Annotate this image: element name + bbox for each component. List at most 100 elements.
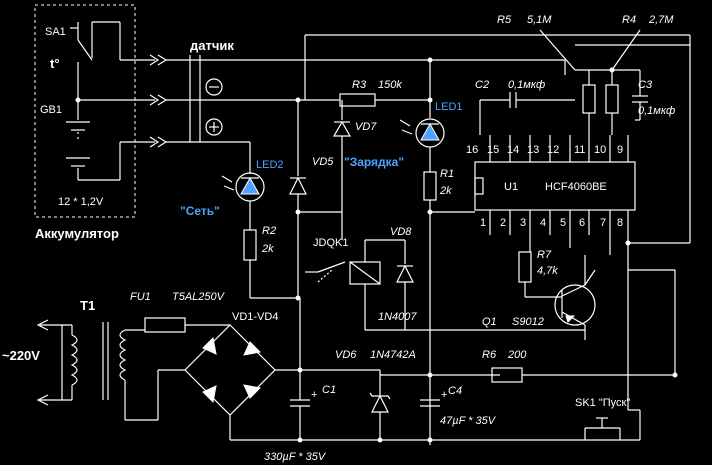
vd7-diode (332, 100, 352, 212)
c1-label: C1 (322, 384, 336, 396)
q1-label: Q1 (482, 316, 497, 328)
vd8-value: 1N4007 (378, 311, 417, 323)
r2-label: R2 (262, 225, 276, 237)
sk1-label: SK1 "Пуск" (575, 397, 630, 409)
ic-pin-top: 15 (487, 144, 499, 156)
sk1-button (584, 409, 641, 441)
battery-cells-symbol (66, 97, 155, 181)
vd6-label: VD6 (335, 349, 357, 361)
c2-capacitor (479, 92, 575, 135)
mains-label: ~220V (2, 348, 40, 363)
c3-value: 0,1мкф (638, 105, 675, 117)
transformer-t1 (70, 322, 158, 421)
c4-label: C4 (448, 385, 462, 397)
c3-capacitor (632, 70, 648, 121)
sensor-minus-icon (205, 78, 223, 96)
ic-pin-bottom: 2 (500, 217, 506, 229)
r4-value: 2,7M (648, 14, 674, 26)
r1-label: R1 (440, 168, 454, 180)
r6-label: R6 (482, 349, 497, 361)
battery-title: Аккумулятор (35, 226, 119, 241)
c2-value: 0,1мкф (508, 79, 545, 91)
led1-label: LED1 (435, 101, 463, 113)
r7-resistor (518, 235, 562, 298)
ic-pin-top: 9 (617, 144, 623, 156)
r7-label: R7 (537, 249, 552, 261)
ic-top-pins: 16 15 14 13 12 11 10 9 (466, 144, 623, 156)
r1-value: 2k (439, 185, 452, 197)
fuse-fu1 (144, 317, 230, 333)
ic-pin-bottom: 8 (617, 217, 623, 229)
ic-pin-top: 13 (527, 144, 539, 156)
bridge-label: VD1-VD4 (232, 311, 278, 323)
ic-pin-bottom: 5 (560, 217, 566, 229)
c4-value: 47µF * 35V (440, 415, 497, 427)
r2-resistor (243, 229, 298, 299)
sensor-plus-icon (205, 118, 223, 136)
thermal-switch-symbol (70, 21, 155, 100)
ic-bottom-pins: 1 2 3 4 5 6 7 8 (480, 217, 623, 229)
vd8-diode (396, 240, 585, 331)
ic-pin-top: 12 (547, 144, 559, 156)
r6-resistor (491, 367, 675, 383)
c2-label: C2 (475, 79, 489, 91)
battery-voltage-label: 12 * 1,2V (58, 196, 104, 208)
r3-value: 150k (378, 79, 402, 91)
r3-resistor (339, 93, 430, 107)
r5-value: 5,1M (527, 14, 552, 26)
ic-part-number: HCF4060BE (545, 181, 607, 193)
led1-diode (399, 57, 445, 172)
relay-contact (297, 261, 346, 298)
led1-caption: "Зарядка" (344, 155, 404, 169)
ic-pin-bottom: 6 (579, 217, 585, 229)
relay-label: JDQK1 (313, 237, 348, 249)
led2-label: LED2 (256, 159, 284, 171)
bridge-rectifier (157, 324, 300, 441)
battery-block-frame (34, 4, 136, 218)
ic-u1 (474, 135, 636, 243)
vd6-zener (369, 370, 391, 443)
u1-label: U1 (504, 181, 518, 193)
fu1-label: FU1 (130, 291, 151, 303)
ic-pin-bottom: 3 (520, 217, 526, 229)
c1-value: 330µF * 35V (264, 451, 327, 463)
mains-plug (36, 319, 72, 406)
ic-pin-bottom: 7 (600, 217, 606, 229)
ic-pin-top: 10 (594, 144, 606, 156)
r7-value: 4,7k (537, 265, 558, 277)
r1-resistor (423, 171, 475, 445)
ic-pin-top: 11 (574, 144, 585, 156)
r5-label: R5 (497, 14, 512, 26)
c4-capacitor: + (380, 372, 500, 443)
led2-caption: "Сеть" (180, 204, 220, 218)
led2-diode (200, 141, 265, 230)
c1-capacitor: + (290, 295, 620, 443)
fu1-value: T5AL250V (172, 291, 226, 303)
vd6-value: 1N4742A (370, 349, 416, 361)
r4-label: R4 (622, 14, 636, 26)
r2-value: 2k (261, 243, 274, 255)
ic-pin-bottom: 4 (540, 217, 546, 229)
q1-transistor (554, 269, 596, 340)
relay-coil (341, 212, 405, 331)
ic-pin-top: 14 (507, 144, 519, 156)
ic-pin-bottom: 1 (480, 217, 486, 229)
r4-resistor (603, 29, 641, 135)
t1-label: T1 (80, 298, 95, 313)
r5-resistor (539, 29, 603, 135)
svg-text:+: + (311, 389, 317, 401)
vd5-label: VD5 (312, 156, 334, 168)
sensor-label: датчик (190, 38, 234, 53)
c3-label: C3 (638, 79, 653, 91)
ic-pin-top: 16 (466, 144, 478, 156)
vd7-label: VD7 (355, 121, 377, 133)
vd5-diode (289, 100, 342, 272)
svg-text:+: + (441, 389, 447, 401)
sa1-label: SA1 (45, 26, 66, 38)
connector-arrows (149, 54, 168, 148)
gb1-label: GB1 (40, 104, 62, 116)
r3-label: R3 (352, 79, 367, 91)
q1-value: S9012 (512, 316, 544, 328)
